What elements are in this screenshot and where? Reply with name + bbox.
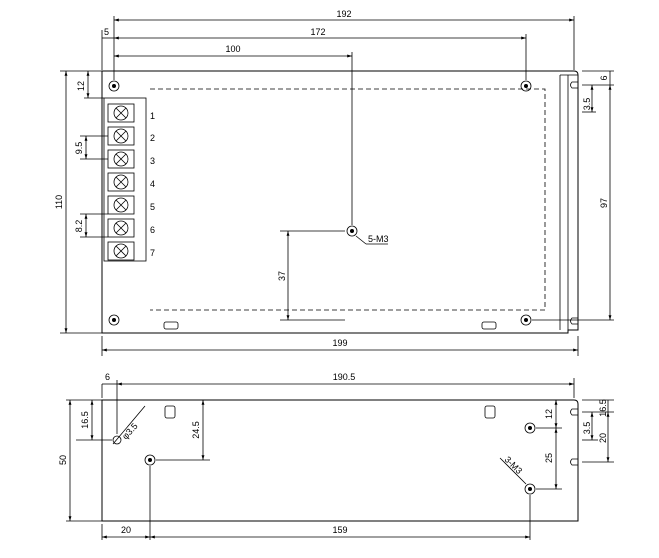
dim-side-overall-length: 190.5 xyxy=(333,372,356,382)
dim-edge-to-hole: 5 xyxy=(104,27,109,37)
dim-center-hole-y: 37 xyxy=(277,271,287,281)
dim-right-slot-offset: 6 xyxy=(599,75,609,80)
terminal-6 xyxy=(107,218,135,238)
dim-top-to-hole: 12 xyxy=(76,81,86,91)
top-view: 1 2 3 4 5 6 7 5-M3 xyxy=(54,9,614,356)
slot-icon xyxy=(570,317,578,325)
slot-icon xyxy=(570,408,578,416)
pcb-outline xyxy=(150,88,546,311)
top-view-outline xyxy=(101,70,579,334)
terminal-3 xyxy=(107,149,135,169)
terminal-number-label: 5 xyxy=(150,202,155,212)
terminal-number-label: 4 xyxy=(150,179,155,189)
dim-side-right-slot-depth: 3.5 xyxy=(582,422,592,435)
terminal-4 xyxy=(107,172,135,192)
mounting-hole-icon xyxy=(108,314,120,326)
terminal-number-label: 6 xyxy=(150,225,155,235)
dim-hole-spacing-x: 172 xyxy=(310,27,325,37)
dim-hole-diameter: φ3.5 xyxy=(120,421,140,441)
terminal-1 xyxy=(107,103,135,123)
terminal-2 xyxy=(107,126,135,146)
leader-line xyxy=(112,405,146,445)
terminal-7 xyxy=(107,241,135,261)
screw-label-top: 5-M3 xyxy=(368,234,389,244)
dim-left-to-hole: 20 xyxy=(121,525,131,535)
mounting-hole-icon xyxy=(346,225,358,237)
terminal-screws xyxy=(107,103,135,261)
dim-terminal-height: 8.2 xyxy=(74,220,84,233)
leader-line xyxy=(499,457,527,485)
slot-icon xyxy=(484,405,496,419)
mounting-hole-icon xyxy=(520,80,532,92)
slot-icon xyxy=(163,321,179,330)
dim-height: 110 xyxy=(54,195,64,209)
dim-side-height: 50 xyxy=(58,455,68,465)
mounting-hole-icon xyxy=(524,483,536,495)
mounting-hole-icon xyxy=(108,80,120,92)
side-view-outline xyxy=(101,399,579,522)
dim-right-slot-depth: 3.5 xyxy=(582,98,592,111)
terminal-number-label: 1 xyxy=(150,111,155,121)
side-view: 6 190.5 50 16.5 φ3.5 24.5 20 159 3-M3 12… xyxy=(58,372,614,540)
dim-terminal-pitch: 9.5 xyxy=(74,142,84,155)
slot-icon xyxy=(570,458,578,466)
terminal-5 xyxy=(107,195,135,215)
mounting-hole-icon xyxy=(144,454,156,466)
mounting-holes xyxy=(108,80,532,326)
dim-overall-length: 192 xyxy=(336,9,351,19)
dim-right-hole-spacing-y: 97 xyxy=(599,198,609,208)
dim-side-hole-spacing-x: 159 xyxy=(332,525,347,535)
dim-center-hole-x: 100 xyxy=(225,44,240,54)
slot-icon xyxy=(164,405,176,419)
leader-line xyxy=(355,235,367,245)
mounting-hole-icon xyxy=(520,314,532,326)
terminal-number-label: 3 xyxy=(150,156,155,166)
mounting-hole-icon xyxy=(524,422,536,434)
dim-side-right-hole-spacing-y: 25 xyxy=(544,453,554,463)
terminal-block xyxy=(103,97,147,262)
terminal-number-label: 7 xyxy=(150,248,155,258)
dim-side-right-offset: 16.5 xyxy=(598,399,608,417)
dim-side-right-height: 20 xyxy=(598,433,608,443)
dim-side-edge-to-hole: 6 xyxy=(105,372,110,382)
screw-label-side: 3-M3 xyxy=(503,454,525,476)
terminal-number-label: 2 xyxy=(150,133,155,143)
dim-base-length: 199 xyxy=(332,338,347,348)
through-hole-icon xyxy=(112,435,122,445)
slot-icon xyxy=(570,81,578,89)
dim-side-top-to-hole: 16.5 xyxy=(80,411,90,429)
dim-side-right-top-to-hole: 12 xyxy=(544,409,554,419)
slot-icon xyxy=(481,321,497,330)
terminal-numbers: 1 2 3 4 5 6 7 xyxy=(150,111,155,258)
dim-hole-drop: 24.5 xyxy=(191,421,201,439)
